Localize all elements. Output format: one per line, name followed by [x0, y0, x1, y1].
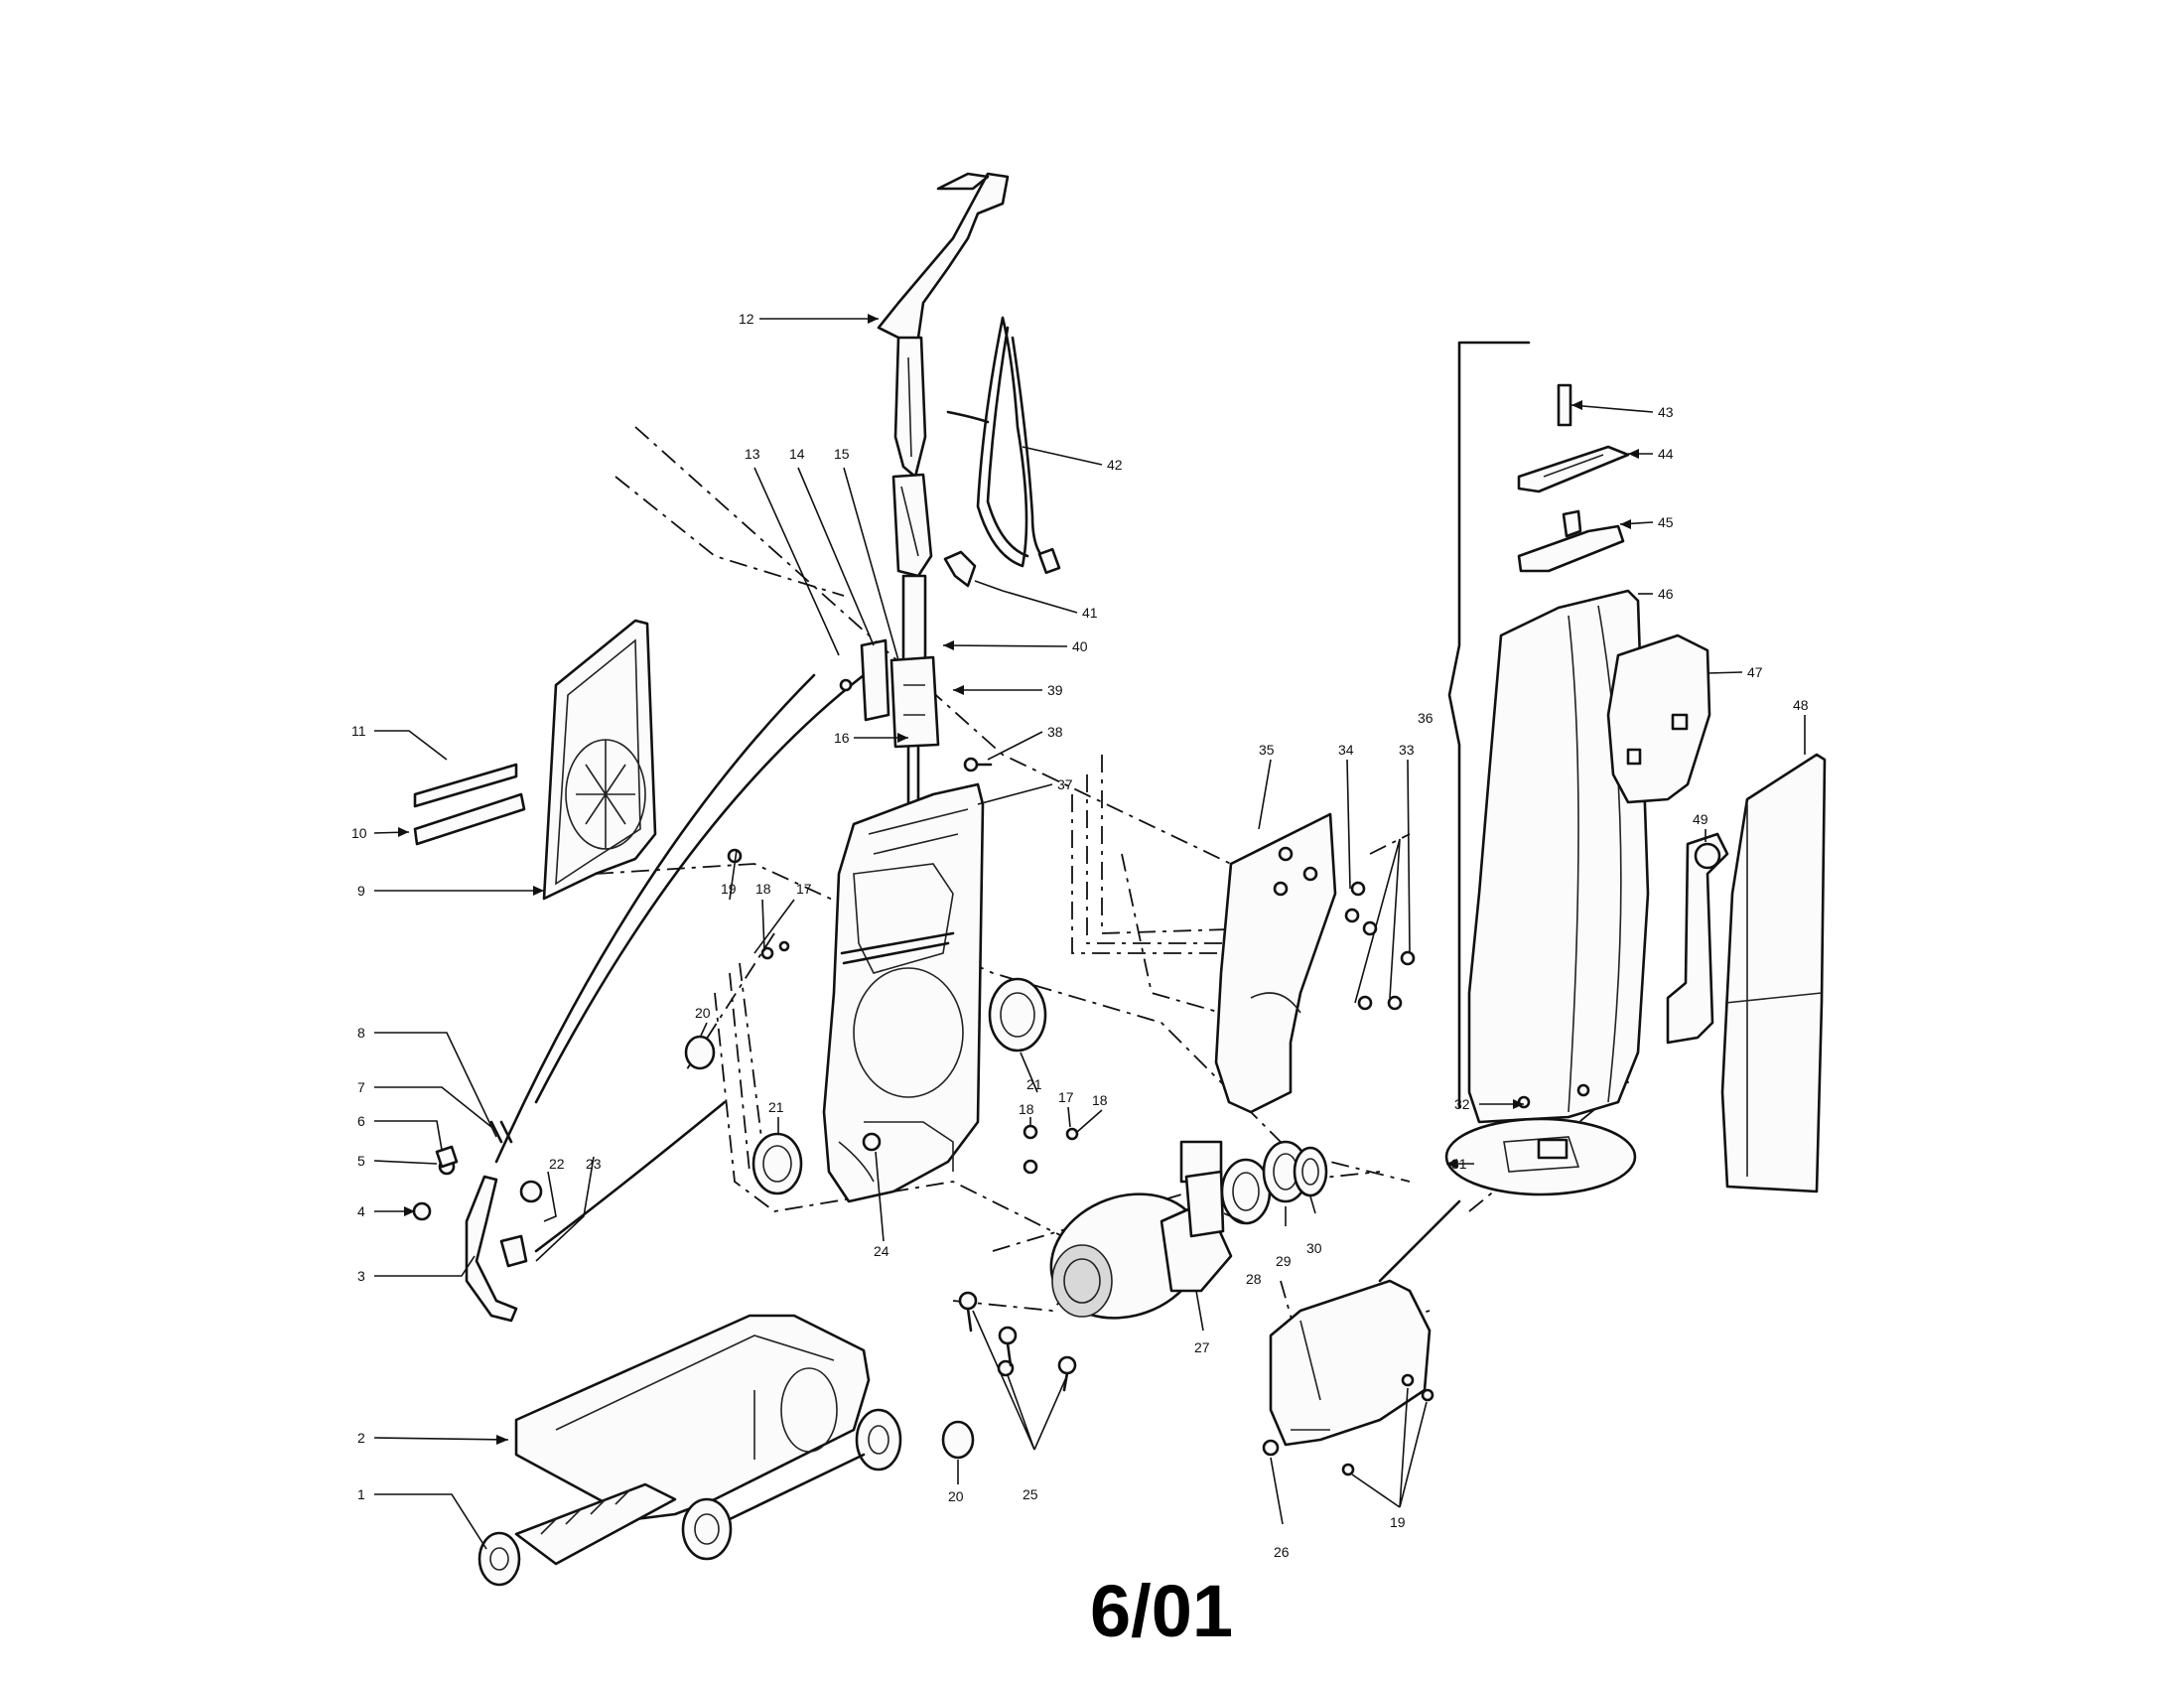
small-screws-left [727, 848, 790, 960]
callout-49: 49 [1693, 811, 1708, 827]
callout-27: 27 [1194, 1339, 1210, 1355]
callout-28: 28 [1246, 1271, 1262, 1287]
callout-24: 24 [874, 1243, 889, 1259]
callout-30: 30 [1306, 1240, 1322, 1256]
part-20-cap-lower [941, 1420, 975, 1460]
part-17-18-right-screws [1023, 1124, 1079, 1175]
callout-13: 13 [745, 446, 760, 462]
callout-37: 37 [1057, 776, 1073, 792]
part-2-nozzle-base [514, 1314, 871, 1521]
callout-2: 2 [357, 1430, 365, 1446]
callout-23: 23 [586, 1156, 602, 1172]
callout-18-right: 18 [1092, 1092, 1108, 1108]
part-37-main-housing [822, 782, 985, 1203]
callout-8: 8 [357, 1025, 365, 1041]
callout-19-lower: 19 [1390, 1514, 1406, 1530]
callout-33: 33 [1399, 742, 1415, 758]
leader-arrows [398, 314, 1639, 1445]
part-41-cord-hook [943, 550, 977, 588]
callout-16: 16 [834, 730, 850, 746]
part-12-handle-upper [877, 172, 1010, 578]
callout-41: 41 [1082, 605, 1098, 621]
handle-lower-assembly [839, 574, 940, 826]
callout-18-upper: 18 [755, 881, 771, 897]
callout-18-lower: 18 [1019, 1101, 1034, 1117]
part-44-top-cap [1517, 445, 1630, 493]
part-38-screw [963, 757, 993, 772]
callout-26: 26 [1274, 1544, 1290, 1560]
callout-29: 29 [1276, 1253, 1292, 1269]
callout-6: 6 [357, 1113, 365, 1129]
parts-10-11-strips [413, 763, 526, 846]
part-21-bearing-right [988, 977, 1047, 1052]
callout-40: 40 [1072, 638, 1088, 654]
part-25-pins [958, 1291, 1077, 1392]
callout-42: 42 [1107, 457, 1123, 473]
callout-labels: 1 2 3 4 5 6 7 8 9 10 11 12 13 14 15 16 1… [351, 311, 1809, 1560]
callout-32: 32 [1454, 1096, 1470, 1112]
part-47-filter-cover [1606, 633, 1711, 804]
callout-38: 38 [1047, 724, 1063, 740]
callout-46: 46 [1658, 586, 1674, 602]
callout-17-right: 17 [1058, 1089, 1074, 1105]
date-stamp: 6/01 [1090, 1570, 1233, 1652]
callout-12: 12 [739, 311, 754, 327]
callout-43: 43 [1658, 404, 1674, 420]
base-wheels [681, 1408, 902, 1561]
callout-21-left: 21 [768, 1099, 784, 1115]
part-35-rear-panel [1214, 812, 1337, 1114]
part-24-23-22 [862, 1132, 882, 1152]
callout-11: 11 [351, 723, 366, 739]
callout-48: 48 [1793, 697, 1809, 713]
parts-33-34-screws [1344, 881, 1416, 1011]
callout-39: 39 [1047, 682, 1063, 698]
part-49-cord-bracket [1666, 832, 1729, 1045]
part-43-latch-pin [1557, 383, 1572, 427]
part-42-power-cord [946, 316, 1061, 575]
part-31-base-plate [1444, 1117, 1637, 1196]
callout-4: 4 [357, 1203, 365, 1219]
leader-lines [373, 318, 1806, 1550]
part-36-group-bracket [1447, 341, 1531, 1109]
part-19-screws-lower [1341, 1373, 1434, 1476]
callout-1: 1 [357, 1486, 365, 1502]
callout-25: 25 [1023, 1486, 1038, 1502]
callout-10: 10 [351, 825, 367, 841]
callout-22: 22 [549, 1156, 565, 1172]
left-bracket-parts [412, 1120, 543, 1323]
callout-34: 34 [1338, 742, 1354, 758]
callout-20-upper: 20 [695, 1005, 711, 1021]
callout-14: 14 [789, 446, 805, 462]
callout-44: 44 [1658, 446, 1674, 462]
part-20-cap-upper [684, 1035, 716, 1070]
callout-5: 5 [357, 1153, 365, 1169]
callout-3: 3 [357, 1268, 365, 1284]
guide-curves [494, 673, 1461, 1283]
callout-15: 15 [834, 446, 850, 462]
callout-35: 35 [1259, 742, 1275, 758]
callout-47: 47 [1747, 664, 1763, 680]
callout-45: 45 [1658, 514, 1674, 530]
callout-17-upper: 17 [796, 881, 812, 897]
part-45-top-clip [1517, 509, 1625, 573]
part-48-bag-door [1720, 753, 1827, 1193]
callout-31: 31 [1451, 1156, 1467, 1172]
part-46-bag-housing [1467, 589, 1650, 1124]
part-27-motor [1049, 1140, 1233, 1320]
callout-20-lower: 20 [948, 1488, 964, 1504]
part-30-ring [1293, 1146, 1328, 1197]
callout-36: 36 [1418, 710, 1433, 726]
callout-21-right: 21 [1026, 1076, 1042, 1092]
callout-9: 9 [357, 883, 365, 899]
part-21-bearing-left [751, 1132, 803, 1195]
callout-7: 7 [357, 1079, 365, 1095]
part-9-side-cover [542, 619, 657, 901]
part-1-brush-roll [478, 1482, 677, 1587]
callout-19-upper: 19 [721, 881, 737, 897]
